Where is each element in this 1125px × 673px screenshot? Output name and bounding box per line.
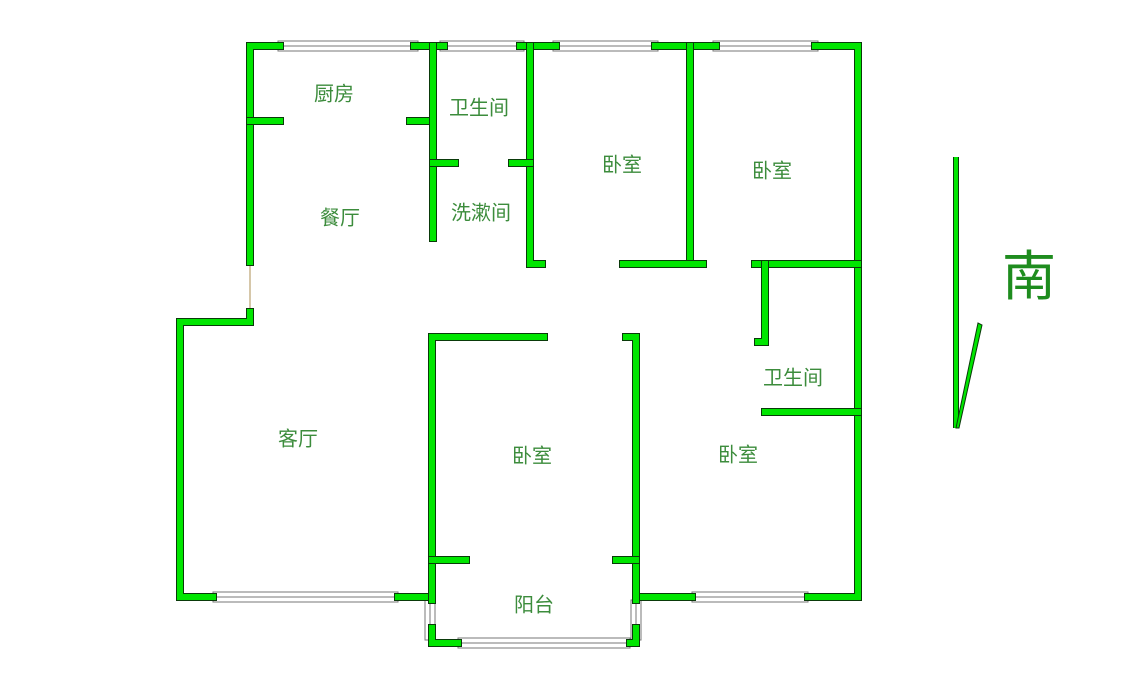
room-label-living: 客厅 <box>278 426 318 451</box>
room-label-bathroom-east: 卫生间 <box>763 365 823 390</box>
wall <box>805 43 861 600</box>
wall <box>627 625 639 646</box>
wall <box>429 334 547 603</box>
room-label-bedroom-north-1: 卧室 <box>602 152 642 177</box>
wall <box>623 334 639 603</box>
room-label-balcony: 阳台 <box>514 592 554 617</box>
wall <box>755 261 768 345</box>
arrow-south-icon-head <box>955 322 983 429</box>
wall <box>429 625 461 646</box>
wall-outline <box>246 42 284 266</box>
room-label-washroom: 洗漱间 <box>451 200 511 225</box>
room-label-kitchen: 厨房 <box>314 81 354 106</box>
wall <box>527 43 545 267</box>
wall <box>247 43 283 265</box>
compass-label-south: 南 <box>1002 245 1056 308</box>
wall <box>177 309 253 600</box>
wall-outline <box>176 308 254 601</box>
room-label-bedroom-south-2: 卧室 <box>718 442 758 467</box>
room-label-dining: 餐厅 <box>320 205 360 230</box>
room-label-bedroom-south-1: 卧室 <box>512 443 552 468</box>
room-label-bathroom-north: 卫生间 <box>449 95 509 120</box>
room-label-bedroom-north-2: 卧室 <box>752 158 792 183</box>
wall-outline <box>804 42 862 601</box>
